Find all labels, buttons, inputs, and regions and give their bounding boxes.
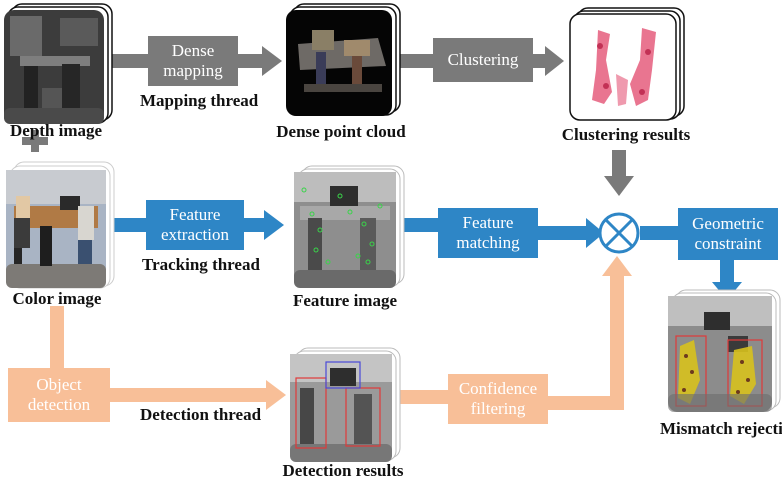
arrow-clustering-to-results xyxy=(533,46,564,76)
arrow-confidence-to-fusion xyxy=(548,256,632,410)
arrow-feature-extraction-to-feature-image xyxy=(244,210,284,240)
confidence-filtering-line-2: filtering xyxy=(470,399,526,418)
arrow-dense-mapping-to-point-cloud xyxy=(238,46,282,76)
geometric-constraint-line-1: Geometric xyxy=(692,214,764,233)
mismatch-rejection-line-2: rejection xyxy=(736,419,782,438)
connector-feature-image-to-matching xyxy=(400,218,438,232)
tracking-thread-label: Tracking thread xyxy=(142,254,260,276)
depth-image-label: Depth image xyxy=(9,121,103,140)
mismatch-rejection-image xyxy=(668,289,781,412)
connector-color-to-feature-extraction xyxy=(112,218,146,232)
feature-extraction-line-2: extraction xyxy=(161,225,229,244)
tracking-thread-line-1: Tracking xyxy=(142,255,208,274)
detection-thread-label: Detection thread xyxy=(140,404,261,426)
mismatch-rejection-line-1: Mismatch xyxy=(660,419,733,438)
detection-results-label: Detection results xyxy=(282,461,404,480)
clustering-results-image xyxy=(569,7,685,121)
detection-results-image xyxy=(290,347,401,462)
color-image xyxy=(6,161,115,289)
tracking-thread-line-2: thread xyxy=(212,255,260,274)
connector-point-cloud-to-clustering xyxy=(397,54,433,68)
feature-matching-box: Feature matching xyxy=(438,208,538,258)
dense-point-cloud-image xyxy=(286,3,401,116)
object-detection-line-1: Object xyxy=(36,375,82,394)
arrow-clustering-results-to-fusion xyxy=(604,150,634,196)
connector-fusion-to-geometric-constraint xyxy=(640,226,678,240)
plus-connector-depth-color xyxy=(22,130,48,152)
feature-matching-line-2: matching xyxy=(456,233,520,252)
dense-mapping-line-1: Dense xyxy=(171,41,215,60)
mapping-thread-line-2: thread xyxy=(210,91,259,110)
feature-extraction-line-1: Feature xyxy=(169,205,221,224)
clustering-results-label: Clustering results xyxy=(561,125,691,144)
mapping-thread-label: Mapping thread xyxy=(140,90,258,112)
dense-point-cloud-label: Dense point cloud xyxy=(276,122,406,141)
detection-thread-line-1: Detection xyxy=(140,405,209,424)
connector-detection-results-to-confidence xyxy=(398,390,448,404)
object-detection-line-2: detection xyxy=(27,395,91,414)
feature-matching-line-1: Feature xyxy=(462,213,514,232)
geometric-constraint-line-2: constraint xyxy=(694,234,762,253)
dense-mapping-box: Dense mapping xyxy=(148,36,238,86)
arrow-object-detection-to-detection-results xyxy=(110,380,286,410)
mismatch-rejection-label: Mismatch rejection xyxy=(660,418,782,440)
fusion-node-icon xyxy=(598,212,640,254)
feature-image-label: Feature image xyxy=(292,291,397,310)
feature-extraction-box: Feature extraction xyxy=(146,200,244,250)
mapping-thread-line-1: Mapping xyxy=(140,91,207,110)
clustering-box: Clustering xyxy=(433,38,533,82)
detection-thread-line-2: thread xyxy=(213,405,262,424)
color-image-label: Color image xyxy=(12,289,102,308)
arrow-feature-matching-to-fusion xyxy=(538,218,604,248)
connector-color-to-object-detection xyxy=(50,306,64,368)
connector-depth-to-dense-mapping xyxy=(110,54,148,68)
confidence-filtering-line-1: Confidence xyxy=(458,379,538,398)
geometric-constraint-box: Geometric constraint xyxy=(678,208,778,260)
clustering-label: Clustering xyxy=(447,50,519,69)
feature-image xyxy=(294,165,405,288)
depth-image xyxy=(4,3,113,124)
confidence-filtering-box: Confidence filtering xyxy=(448,374,548,424)
object-detection-box: Object detection xyxy=(8,368,110,422)
dense-mapping-line-2: mapping xyxy=(163,61,223,80)
